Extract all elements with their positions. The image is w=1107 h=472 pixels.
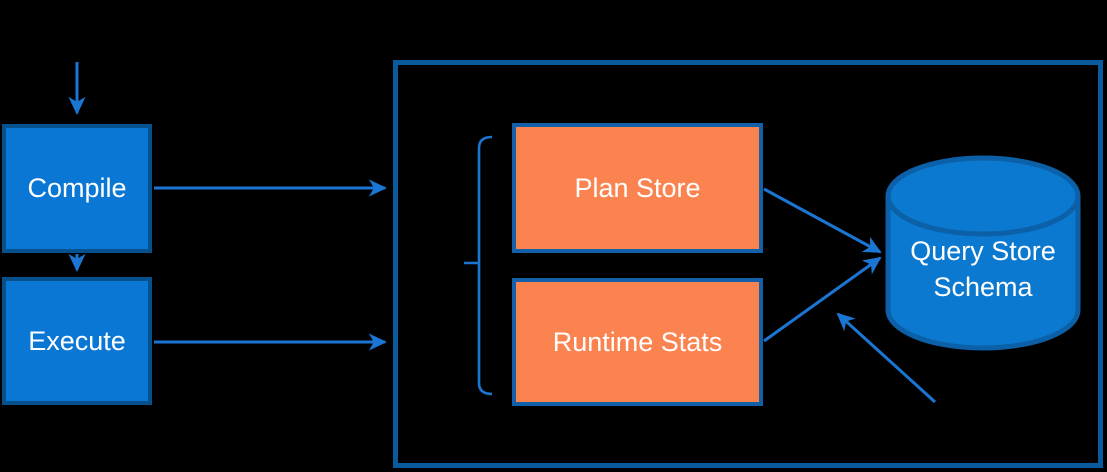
- execute-label: Execute: [28, 325, 126, 356]
- query-store-container-box: [393, 60, 1103, 468]
- runtime-stats-node: Runtime Stats: [512, 278, 763, 406]
- compile-label: Compile: [27, 173, 127, 203]
- query-store-schema-label: Query Store Schema: [910, 236, 1056, 302]
- runtime-stats-label: Runtime Stats: [552, 326, 723, 357]
- execute-node: Execute: [2, 277, 152, 405]
- compile-node: Compile: [2, 124, 152, 253]
- plan-store-node: Plan Store: [512, 123, 763, 253]
- plan-store-label: Plan Store: [574, 172, 701, 203]
